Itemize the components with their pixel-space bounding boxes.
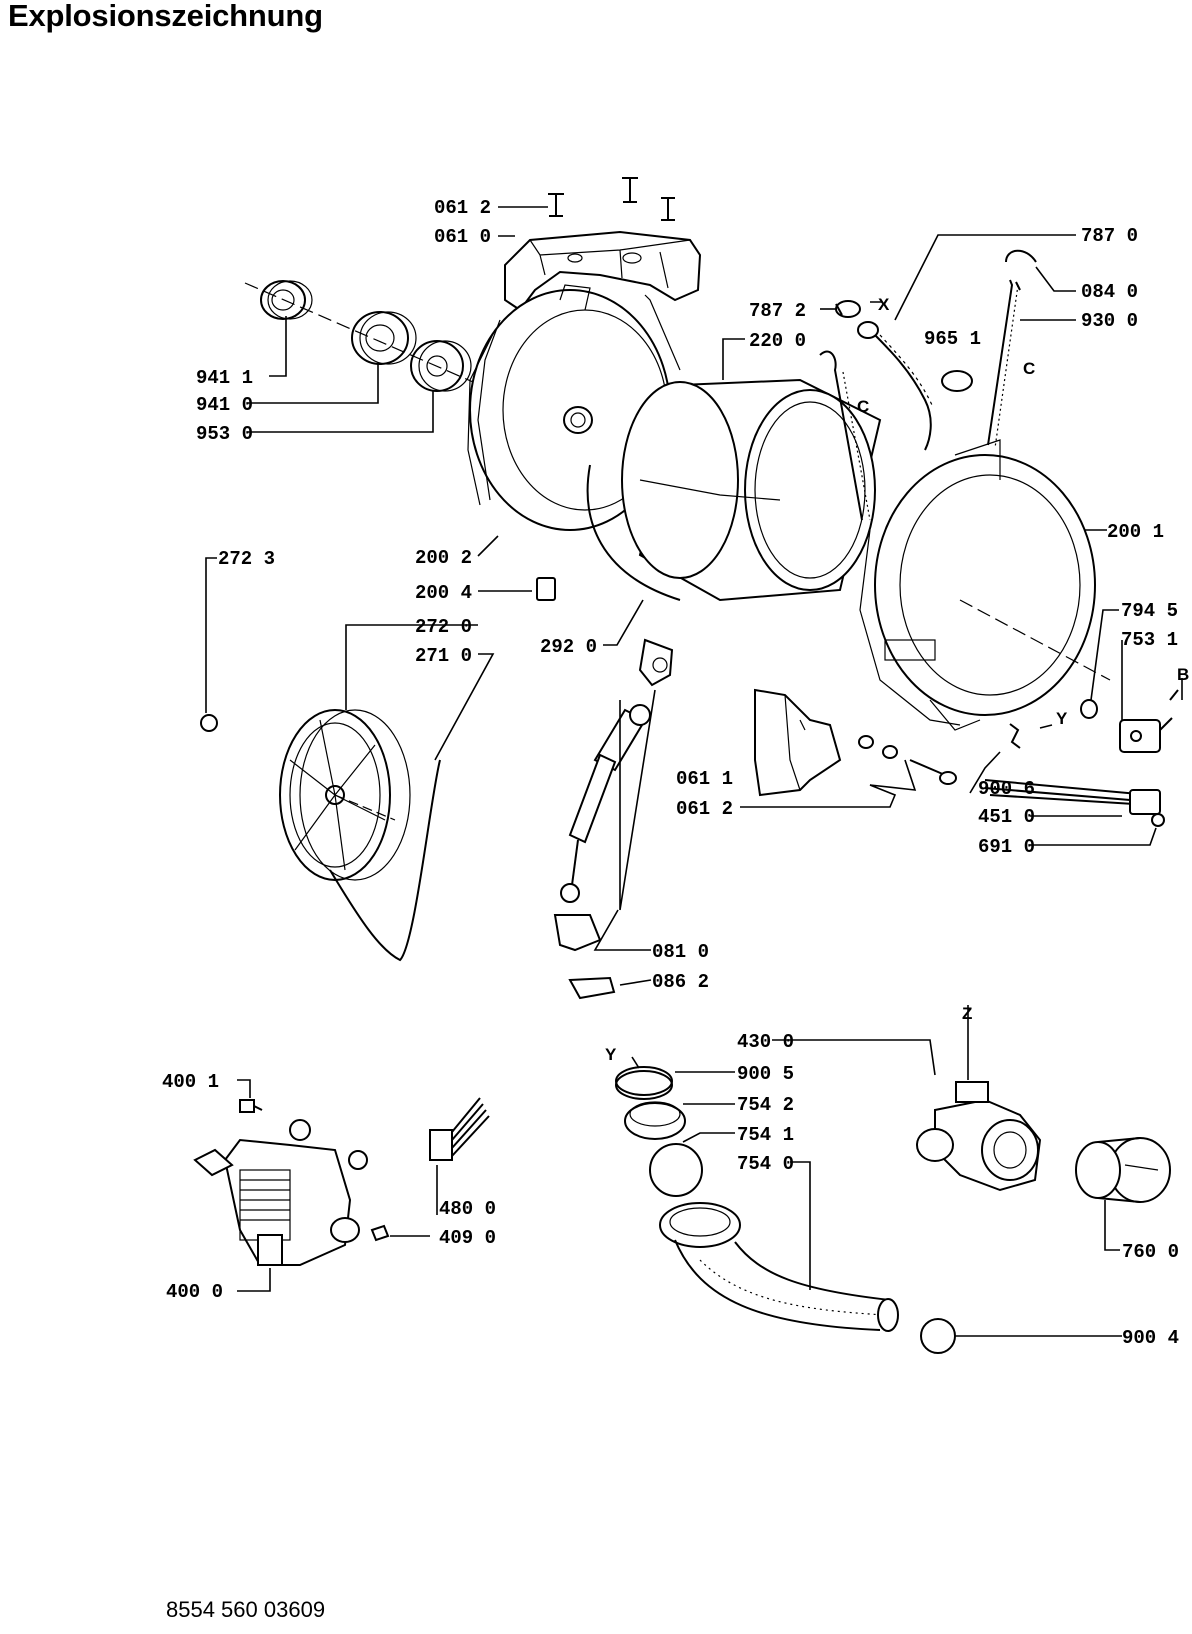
label-200-1: 200 1 [1107, 521, 1164, 543]
part-271-0-belt [329, 759, 441, 962]
letter-z: Z [962, 1004, 972, 1023]
part-272-3-nut [200, 714, 218, 732]
part-200-1-front-tub [859, 439, 1096, 731]
letter-b: B [1177, 665, 1189, 684]
label-292-0: 292 0 [540, 636, 597, 658]
label-272-0: 272 0 [415, 616, 472, 638]
part-061-2-mount-bolts [548, 177, 675, 221]
label-480-0: 480 0 [439, 1198, 496, 1220]
label-061-2-bottom: 061 2 [676, 798, 733, 820]
part-200-4-clip [536, 577, 556, 601]
label-272-3: 272 3 [218, 548, 275, 570]
label-900-6: 900 6 [978, 778, 1035, 800]
part-272-0-pulley [279, 709, 411, 881]
part-753-1-sensor [1119, 689, 1179, 753]
label-691-0: 691 0 [978, 836, 1035, 858]
part-754-2-seal [624, 1101, 686, 1140]
letter-x: X [878, 295, 890, 314]
label-760-0: 760 0 [1122, 1241, 1179, 1263]
part-691-0-nut [1151, 813, 1165, 827]
part-400-1-brush [239, 1099, 263, 1113]
label-953-0: 953 0 [196, 423, 253, 445]
part-400-0-motor [193, 1119, 368, 1266]
document-number: 8554 560 03609 [166, 1597, 326, 1622]
label-794-5: 794 5 [1121, 600, 1178, 622]
part-084-0-hook [1005, 249, 1037, 263]
part-061-2-bolt-set [858, 735, 957, 785]
label-061-0: 061 0 [434, 226, 491, 248]
label-930-0: 930 0 [1081, 310, 1138, 332]
label-941-1: 941 1 [196, 367, 253, 389]
part-292-0-tub-gasket [586, 464, 681, 601]
label-900-4: 900 4 [1122, 1327, 1179, 1349]
label-220-0: 220 0 [749, 330, 806, 352]
label-200-4: 200 4 [415, 582, 472, 604]
part-754-1-ball [649, 1143, 703, 1197]
part-451-0-heater [984, 779, 1161, 815]
reference-letters: X C C Y B Z Y [605, 295, 1189, 1064]
label-451-0: 451 0 [978, 806, 1035, 828]
part-941-0-bearing [351, 311, 417, 365]
part-220-0-drum [621, 378, 882, 602]
part-900-6-clip [1009, 723, 1021, 749]
label-061-2-top: 061 2 [434, 197, 491, 219]
letter-y-ring: Y [605, 1045, 617, 1064]
part-900-4-clamp [920, 1318, 956, 1354]
label-400-0: 400 0 [166, 1281, 223, 1303]
label-754-1: 754 1 [737, 1124, 794, 1146]
part-787-2-hose-clamp [835, 300, 861, 318]
part-061-0-top-bracket [504, 230, 702, 312]
label-754-2: 754 2 [737, 1094, 794, 1116]
part-941-1-bearing [260, 280, 313, 320]
part-labels: 061 2 061 0 941 1 941 0 953 0 787 2 220 … [162, 197, 1179, 1349]
part-086-2-clip [568, 976, 616, 1000]
part-787-0-hose [857, 321, 933, 451]
part-480-0-connector [429, 1097, 490, 1161]
label-409-0: 409 0 [439, 1227, 496, 1249]
leader-lines [205, 206, 1183, 1337]
label-900-5: 900 5 [737, 1063, 794, 1085]
letter-y-tub: Y [1056, 709, 1068, 728]
label-400-1: 400 1 [162, 1071, 219, 1093]
part-965-1-plug [941, 370, 973, 392]
part-spring-c [819, 350, 871, 521]
label-754-0: 754 0 [737, 1153, 794, 1175]
label-061-1: 061 1 [676, 768, 733, 790]
part-430-0-drain-pump [916, 1081, 1042, 1192]
label-787-0: 787 0 [1081, 225, 1138, 247]
page-title: Explosionszeichnung [8, 0, 323, 33]
label-081-0: 081 0 [652, 941, 709, 963]
label-787-2: 787 2 [749, 300, 806, 322]
label-084-0: 084 0 [1081, 281, 1138, 303]
label-430-0: 430 0 [737, 1031, 794, 1053]
label-086-2: 086 2 [652, 971, 709, 993]
label-941-0: 941 0 [196, 394, 253, 416]
axis-line-tub [959, 599, 1111, 681]
letter-c-upper-right: C [1023, 359, 1035, 378]
axis-line-bearings [244, 282, 481, 386]
letter-c-middle: C [857, 397, 869, 416]
part-794-5 [1080, 699, 1098, 719]
part-953-0-seal [410, 340, 472, 392]
label-965-1: 965 1 [924, 328, 981, 350]
part-754-0-drain-hose [659, 1202, 899, 1332]
part-081-0-shock-absorber [553, 638, 674, 952]
part-930-0-spring [987, 279, 1021, 449]
part-061-1-counterweight [754, 688, 842, 797]
part-760-0-filter [1075, 1137, 1171, 1203]
part-409-0 [370, 1224, 390, 1242]
part-900-5-ring [615, 1066, 673, 1100]
label-753-1: 753 1 [1121, 629, 1178, 651]
label-271-0: 271 0 [415, 645, 472, 667]
label-200-2: 200 2 [415, 547, 472, 569]
